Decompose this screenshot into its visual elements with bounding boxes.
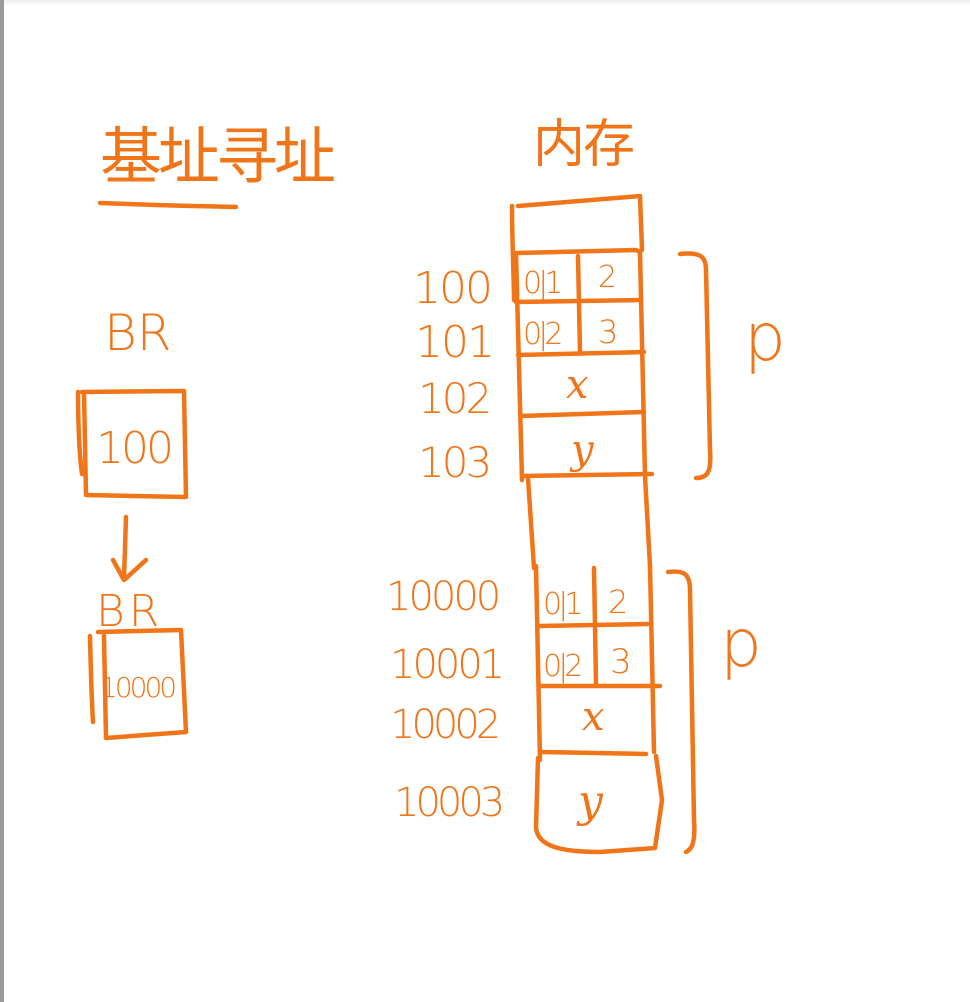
block2-struct-label: p: [720, 605, 762, 682]
block2-right-edge: [647, 563, 657, 755]
br-box-before: [79, 388, 189, 500]
block2-row3-line: [539, 749, 649, 757]
block2-cell1-field2: 2: [608, 583, 628, 621]
block1-address-0: 100: [413, 263, 491, 314]
block2-last-cell: [533, 753, 665, 855]
memory-heading: 内存: [533, 115, 633, 175]
memory-gap-right: [642, 473, 653, 569]
memory-top-cap: [515, 193, 645, 253]
block2-field-divider: [591, 565, 599, 687]
block1-cell1-field2: 2: [598, 260, 617, 295]
block1-address-3: 103: [418, 438, 489, 487]
block1-right-edge: [637, 249, 648, 479]
block1-field-divider: [575, 253, 583, 355]
block1-row3-line: [517, 409, 647, 419]
page-left-edge: [0, 0, 4, 1002]
memory-cap-bottom-line: [515, 247, 643, 256]
block1-struct-label: p: [744, 299, 786, 376]
block2-cell2-field1: 0|2: [543, 649, 581, 684]
diagram-title: 基址寻址: [100, 120, 334, 193]
block2-cell3: x: [582, 694, 605, 740]
block2-left-edge: [533, 563, 543, 763]
br-label-before: BR: [104, 304, 171, 362]
block1-row4-line: [519, 471, 655, 479]
block2-address-1: 10001: [390, 642, 502, 688]
block2-address-2: 10002: [390, 702, 498, 748]
block1-cell3: x: [566, 362, 589, 408]
block2-cell2-field2: 3: [610, 642, 632, 682]
block2-cell4: y: [576, 776, 604, 827]
memory-gap-left: [525, 475, 537, 571]
block1-brace: [677, 251, 713, 481]
block1-cell4: y: [569, 427, 595, 473]
block2-brace: [665, 569, 697, 855]
title-underline: [97, 200, 239, 210]
block1-cell2-field1: 0|2: [523, 317, 561, 352]
br-arrow-shaft: [121, 514, 129, 581]
block1-address-2: 102: [418, 374, 489, 423]
br-value-before: 100: [96, 423, 171, 474]
br-value-after: 10000: [100, 671, 175, 704]
page-top-shade: [4, 0, 970, 6]
block2-cell1-field1: 0|1: [543, 587, 580, 622]
br-arrow-head: [110, 557, 149, 583]
br-box-before-left: [75, 389, 85, 477]
br-box-after: [95, 627, 189, 741]
br-box-after-left: [87, 633, 96, 725]
memory-outer-left-top: [509, 203, 517, 303]
block1-address-1: 101: [415, 317, 493, 368]
block1-left-edge: [513, 250, 525, 483]
block1-cell2-field2: 3: [598, 313, 618, 351]
block2-address-3: 10003: [394, 780, 502, 826]
br-label-after: BR: [96, 586, 163, 637]
block2-address-0: 10000: [386, 574, 498, 620]
block1-cell1-field1: 0|1: [523, 266, 560, 301]
